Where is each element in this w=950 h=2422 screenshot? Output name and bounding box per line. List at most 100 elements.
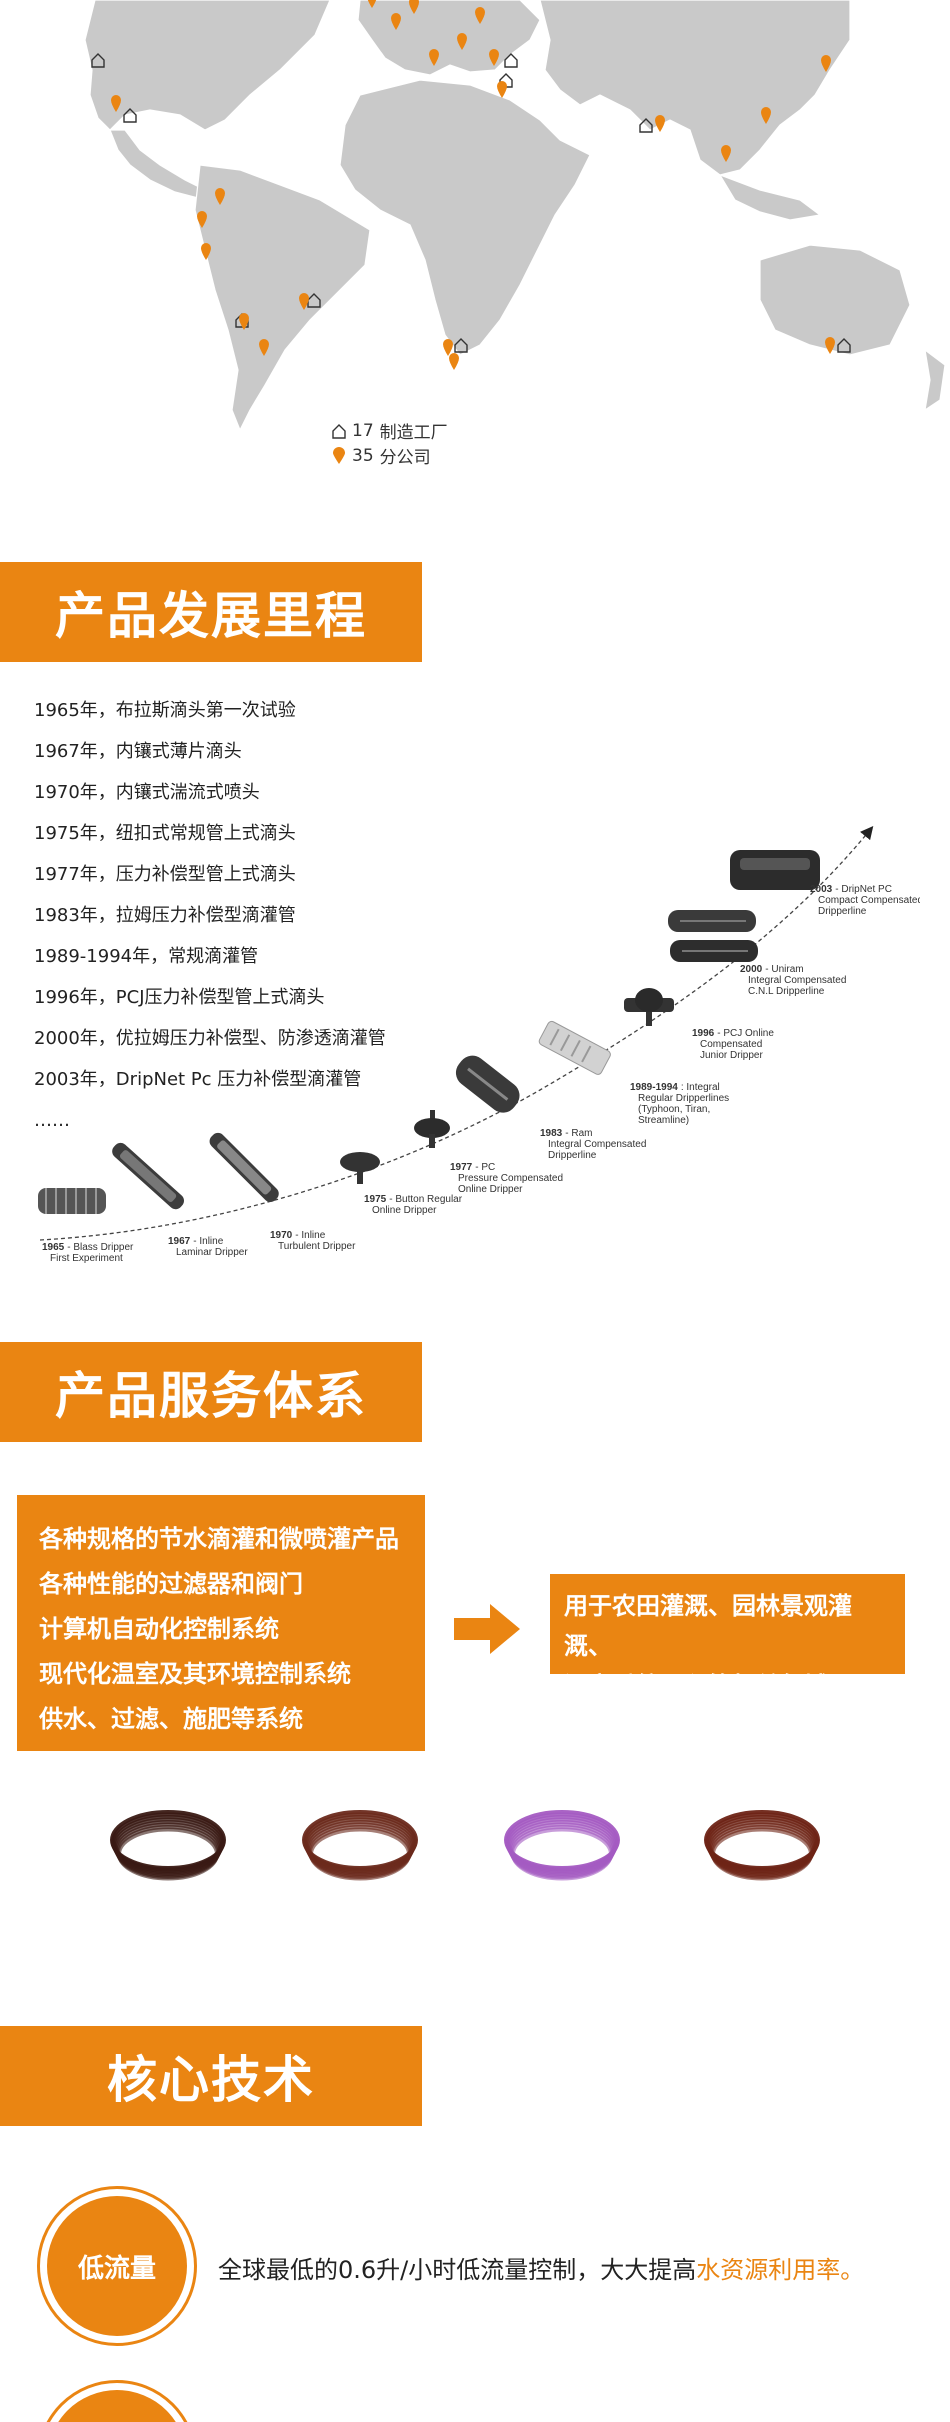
milestone-item: 1989-1994年，常规滴灌管 bbox=[34, 946, 259, 967]
service-item: 现代化温室及其环境控制系统 bbox=[39, 1660, 351, 1688]
product-1989-dripper bbox=[538, 1020, 611, 1075]
timeline-text: : Integral bbox=[681, 1082, 720, 1093]
timeline-text: Integral Compensated bbox=[748, 975, 846, 986]
milestone-item: 1977年，压力补偿型管上式滴头 bbox=[34, 864, 296, 885]
timeline-year: 2000 bbox=[740, 964, 763, 975]
product-1996-dripper bbox=[624, 988, 674, 1026]
low-flow-highlight: 水资源利用率。 bbox=[696, 2256, 865, 2284]
milestone-item: 1965年，布拉斯滴头第一次试验 bbox=[34, 700, 296, 721]
timeline-text: Online Dripper bbox=[372, 1205, 437, 1216]
product-2000-dripper bbox=[668, 910, 758, 962]
low-flow-description: 全球最低的0.6升/小时低流量控制，大大提高水资源利用率。 bbox=[218, 2250, 864, 2285]
timeline-year: 1965 bbox=[42, 1242, 65, 1253]
service-item: 供水、过滤、施肥等系统 bbox=[39, 1705, 303, 1733]
low-flow-badge: 低流量 bbox=[37, 2186, 197, 2346]
timeline-year: 1970 bbox=[270, 1230, 293, 1241]
timeline-text: - Ram bbox=[565, 1128, 592, 1139]
application-fields-line-1: 用于农田灌溉、园林景观灌溉、 bbox=[564, 1592, 852, 1660]
timeline-year: 1977 bbox=[450, 1162, 473, 1173]
legend-office-label: 分公司 bbox=[379, 448, 431, 468]
timeline-year: 2003 bbox=[810, 884, 833, 895]
product-1970-dripper bbox=[209, 1132, 279, 1203]
timeline-year: 1989-1994 bbox=[630, 1082, 678, 1093]
timeline-text: (Typhoon, Tiran, bbox=[638, 1104, 710, 1115]
milestone-item: 1967年，内镶式薄片滴头 bbox=[34, 741, 242, 762]
dripline-coil-image bbox=[704, 1810, 820, 1881]
timeline-text: Pressure Compensated bbox=[458, 1173, 563, 1184]
milestone-item: 1996年，PCJ压力补偿型管上式滴头 bbox=[34, 987, 325, 1008]
milestone-item: 1983年，拉姆压力补偿型滴灌管 bbox=[34, 905, 296, 926]
service-item: 计算机自动化控制系统 bbox=[39, 1615, 279, 1643]
product-1977-dripper bbox=[414, 1110, 450, 1148]
timeline-text: Integral Compensated bbox=[548, 1139, 646, 1150]
core-tech-section-title: 核心技术 bbox=[0, 2026, 422, 2126]
product-1975-dripper bbox=[340, 1152, 380, 1184]
timeline-text: Dripperline bbox=[548, 1150, 597, 1161]
office-markers bbox=[111, 0, 835, 370]
milestone-item: 1970年，内镶式湍流式喷头 bbox=[34, 782, 260, 803]
timeline-curve bbox=[39, 825, 874, 1241]
timeline-text: - Inline bbox=[295, 1230, 325, 1241]
milestone-item: 2003年，DripNet Pc 压力补偿型滴灌管 bbox=[34, 1069, 362, 1090]
world-map bbox=[84, 0, 946, 432]
timeline-text: - Inline bbox=[193, 1236, 223, 1247]
timeline-text: Compensated bbox=[700, 1039, 762, 1050]
timeline-text: - DripNet PC bbox=[835, 884, 892, 895]
product-1983-dripper bbox=[455, 1055, 520, 1113]
milestone-list: 1965年，布拉斯滴头第一次试验 1967年，内镶式薄片滴头 1970年，内镶式湍流… bbox=[34, 698, 454, 1149]
timeline-text: Compact Compensated bbox=[818, 895, 920, 906]
product-1965-dripper bbox=[38, 1188, 106, 1214]
legend-factory-count: 17 bbox=[352, 420, 374, 441]
next-tech-badge bbox=[37, 2380, 197, 2422]
service-section-title: 产品服务体系 bbox=[0, 1342, 422, 1442]
timeline-year: 1983 bbox=[540, 1128, 563, 1139]
product-1967-dripper bbox=[112, 1142, 184, 1210]
timeline-text: Online Dripper bbox=[458, 1184, 523, 1195]
timeline-text: - Uniram bbox=[765, 964, 803, 975]
history-section-title: 产品发展里程 bbox=[0, 562, 422, 662]
timeline-text: First Experiment bbox=[50, 1253, 123, 1264]
milestone-item: 1975年，纽扣式常规管上式滴头 bbox=[34, 823, 296, 844]
office-icon bbox=[333, 446, 345, 464]
service-item: 各种规格的节水滴灌和微喷灌产品 bbox=[39, 1525, 399, 1553]
timeline-year: 1975 bbox=[364, 1194, 387, 1205]
low-flow-badge-label: 低流量 bbox=[47, 2196, 187, 2336]
timeline-year: 1967 bbox=[168, 1236, 191, 1247]
application-fields-line-2: 温室系统工程等相关领域 bbox=[564, 1672, 828, 1700]
legend-factory: 17 制造工厂 bbox=[332, 418, 448, 443]
timeline-text: C.N.L Dripperline bbox=[748, 986, 825, 997]
timeline-text: - Button Regular bbox=[389, 1194, 462, 1205]
dripline-coil-image bbox=[302, 1810, 418, 1881]
timeline-text: - PCJ Online bbox=[717, 1028, 774, 1039]
timeline-text: Dripperline bbox=[818, 906, 867, 917]
low-flow-text: 全球最低的0.6升/小时低流量控制，大大提高 bbox=[218, 2256, 697, 2284]
dripline-coil-image bbox=[504, 1810, 620, 1881]
factory-icon bbox=[332, 423, 346, 439]
service-items-box: 各种规格的节水滴灌和微喷灌产品各种性能的过滤器和阀门计算机自动化控制系统现代化温… bbox=[17, 1495, 425, 1751]
timeline-text: - Blass Dripper bbox=[67, 1242, 134, 1253]
world-map-section: 17 制造工厂 35 分公司 bbox=[0, 0, 950, 480]
timeline-products bbox=[38, 850, 820, 1214]
milestone-item: 2000年，优拉姆压力补偿型、防渗透滴灌管 bbox=[34, 1028, 386, 1049]
service-item: 各种性能的过滤器和阀门 bbox=[39, 1570, 303, 1598]
timeline-year: 1996 bbox=[692, 1028, 715, 1039]
timeline-text: Junior Dripper bbox=[700, 1050, 763, 1061]
timeline-text: Turbulent Dripper bbox=[278, 1241, 356, 1252]
application-fields-box: 用于农田灌溉、园林景观灌溉、 温室系统工程等相关领域 bbox=[550, 1574, 905, 1700]
milestone-item: …… bbox=[34, 1110, 70, 1131]
timeline-text: Streamline) bbox=[638, 1115, 689, 1126]
timeline-text: Regular Dripperlines bbox=[638, 1093, 729, 1104]
arrow-right-icon bbox=[454, 1604, 520, 1654]
legend-factory-label: 制造工厂 bbox=[379, 423, 448, 443]
legend-office-count: 35 bbox=[352, 445, 374, 466]
